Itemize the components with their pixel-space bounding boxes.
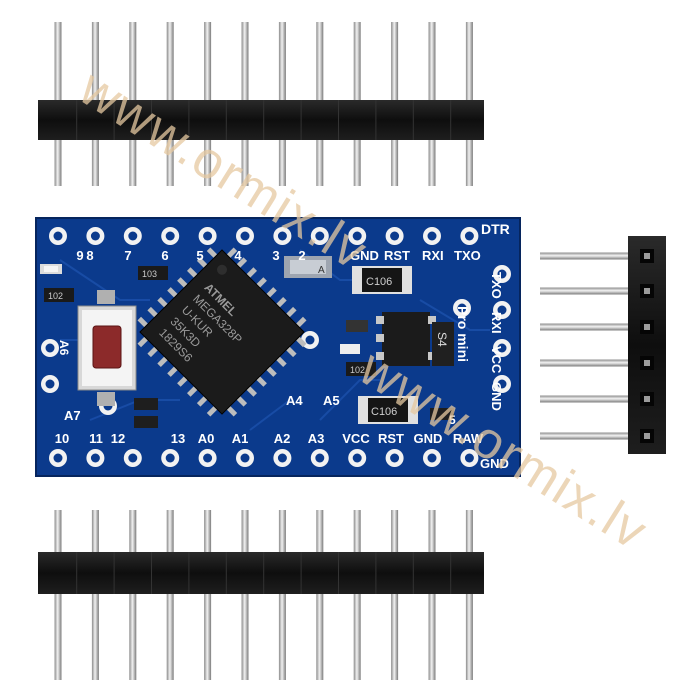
label-pin-bottom: A2 [274,431,291,446]
label-rst-top: RST [384,248,410,263]
resistor-label-3: 102 [350,365,365,375]
capacitor-bottom-label: C106 [371,406,397,418]
regulator-s4: S4 [432,322,454,366]
pin-pads [41,227,511,467]
header-plastic [628,236,666,454]
label-gnd-top: GND [350,248,379,263]
label-pin-bottom: A3 [308,431,325,446]
resistor-label-1: 102 [48,291,63,301]
header-pin [540,432,640,440]
label-gnd-bottom-right: GND [480,456,509,471]
label-txo-right: TXO [489,272,504,299]
label-gnd-right: GND [489,382,504,411]
label-pin-top: 3 [272,248,279,263]
label-pin-bottom: RAW [453,431,484,446]
resistor-label-2: 103 [142,269,157,279]
label-pin-bottom: GND [414,431,443,446]
header-pin [540,287,640,295]
header-pin [278,510,286,680]
header-pin [166,510,174,680]
label-pin-bottom: 12 [111,431,125,446]
label-vcc-right: VCC [489,346,504,374]
bottom-pin-header [38,510,484,680]
label-pin-top: 9 [76,248,83,263]
header-plastic [38,552,484,594]
crystal: A [284,256,332,278]
atmega328p-chip: ATMEL MEGA328P U-KUR 35K3D 1829S6 [137,247,307,417]
header-pin [540,323,640,331]
capacitor-bottom: C106 [358,396,418,424]
capacitor-top-label: C106 [366,276,392,288]
label-dtr: DTR [481,221,510,237]
right-angle-pin-header [540,236,666,454]
label-rxi-right: RXI [489,312,504,334]
label-pin-top: 5 [196,248,203,263]
label-rxi-top: RXI [422,248,444,263]
crystal-label: A [318,265,325,276]
regulator-label: S4 [435,332,449,347]
label-txo-top: TXO [454,248,481,263]
label-pin-bottom: A0 [198,431,215,446]
label-a7: A7 [64,408,81,423]
header-pin [129,510,137,680]
label-pin5: 5 [449,413,456,427]
label-a5: A5 [323,393,340,408]
header-plastic [38,100,484,140]
smd-resistors: 102 103 102 [40,264,454,428]
header-pin [54,510,62,680]
label-pin-bottom: 13 [171,431,185,446]
label-pin-top: 7 [124,248,131,263]
header-pin [241,510,249,680]
header-pin [353,510,361,680]
label-pin-bottom: VCC [342,431,370,446]
header-pin [540,395,640,403]
label-pin-bottom: A1 [232,431,249,446]
capacitor-top: C106 [352,266,412,294]
label-pin-top: 4 [234,248,242,263]
header-pin [540,359,640,367]
header-pin [391,510,399,680]
header-pin [91,510,99,680]
label-pin-bottom: 11 [89,431,103,446]
label-pin-top: 8 [86,248,93,263]
label-a6: A6 [57,340,71,356]
label-a4: A4 [286,393,303,408]
header-pin [428,510,436,680]
label-pin-bottom: RST [378,431,404,446]
header-pin [204,510,212,680]
reset-button [77,290,137,406]
label-pin-top: 6 [161,248,168,263]
header-pin [316,510,324,680]
board-name: Pro mini [455,306,471,362]
silk-bottom-labels: 10 11 12 13 A0 A1 A2 A3 VCC RST GND RAW [55,431,484,446]
label-pin-bottom: 10 [55,431,69,446]
header-pin [465,510,473,680]
label-pin-top: 2 [298,248,305,263]
top-pin-header [38,22,484,186]
header-pin [540,252,640,260]
